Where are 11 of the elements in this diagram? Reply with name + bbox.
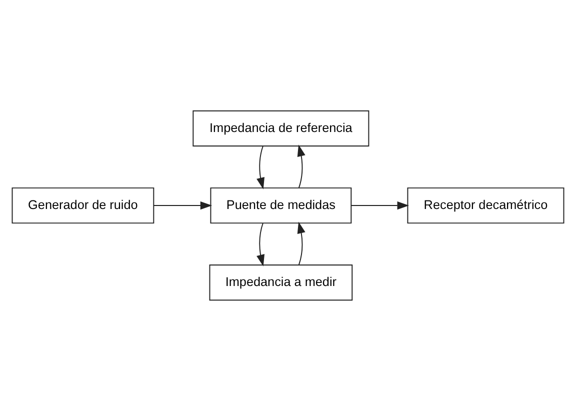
arrow: [350, 201, 409, 210]
node-box: Generador de ruido: [12, 187, 154, 224]
node-box: Receptor decamétrico: [407, 187, 564, 224]
arrow: [153, 201, 212, 210]
arrow: [256, 222, 264, 266]
arrow: [256, 146, 264, 190]
arrow: [297, 222, 306, 266]
node-box: Impedancia de referencia: [192, 110, 370, 146]
node-box: Impedancia a medir: [209, 264, 353, 301]
node-box: Puente de medidas: [210, 187, 352, 224]
arrow: [297, 144, 306, 188]
